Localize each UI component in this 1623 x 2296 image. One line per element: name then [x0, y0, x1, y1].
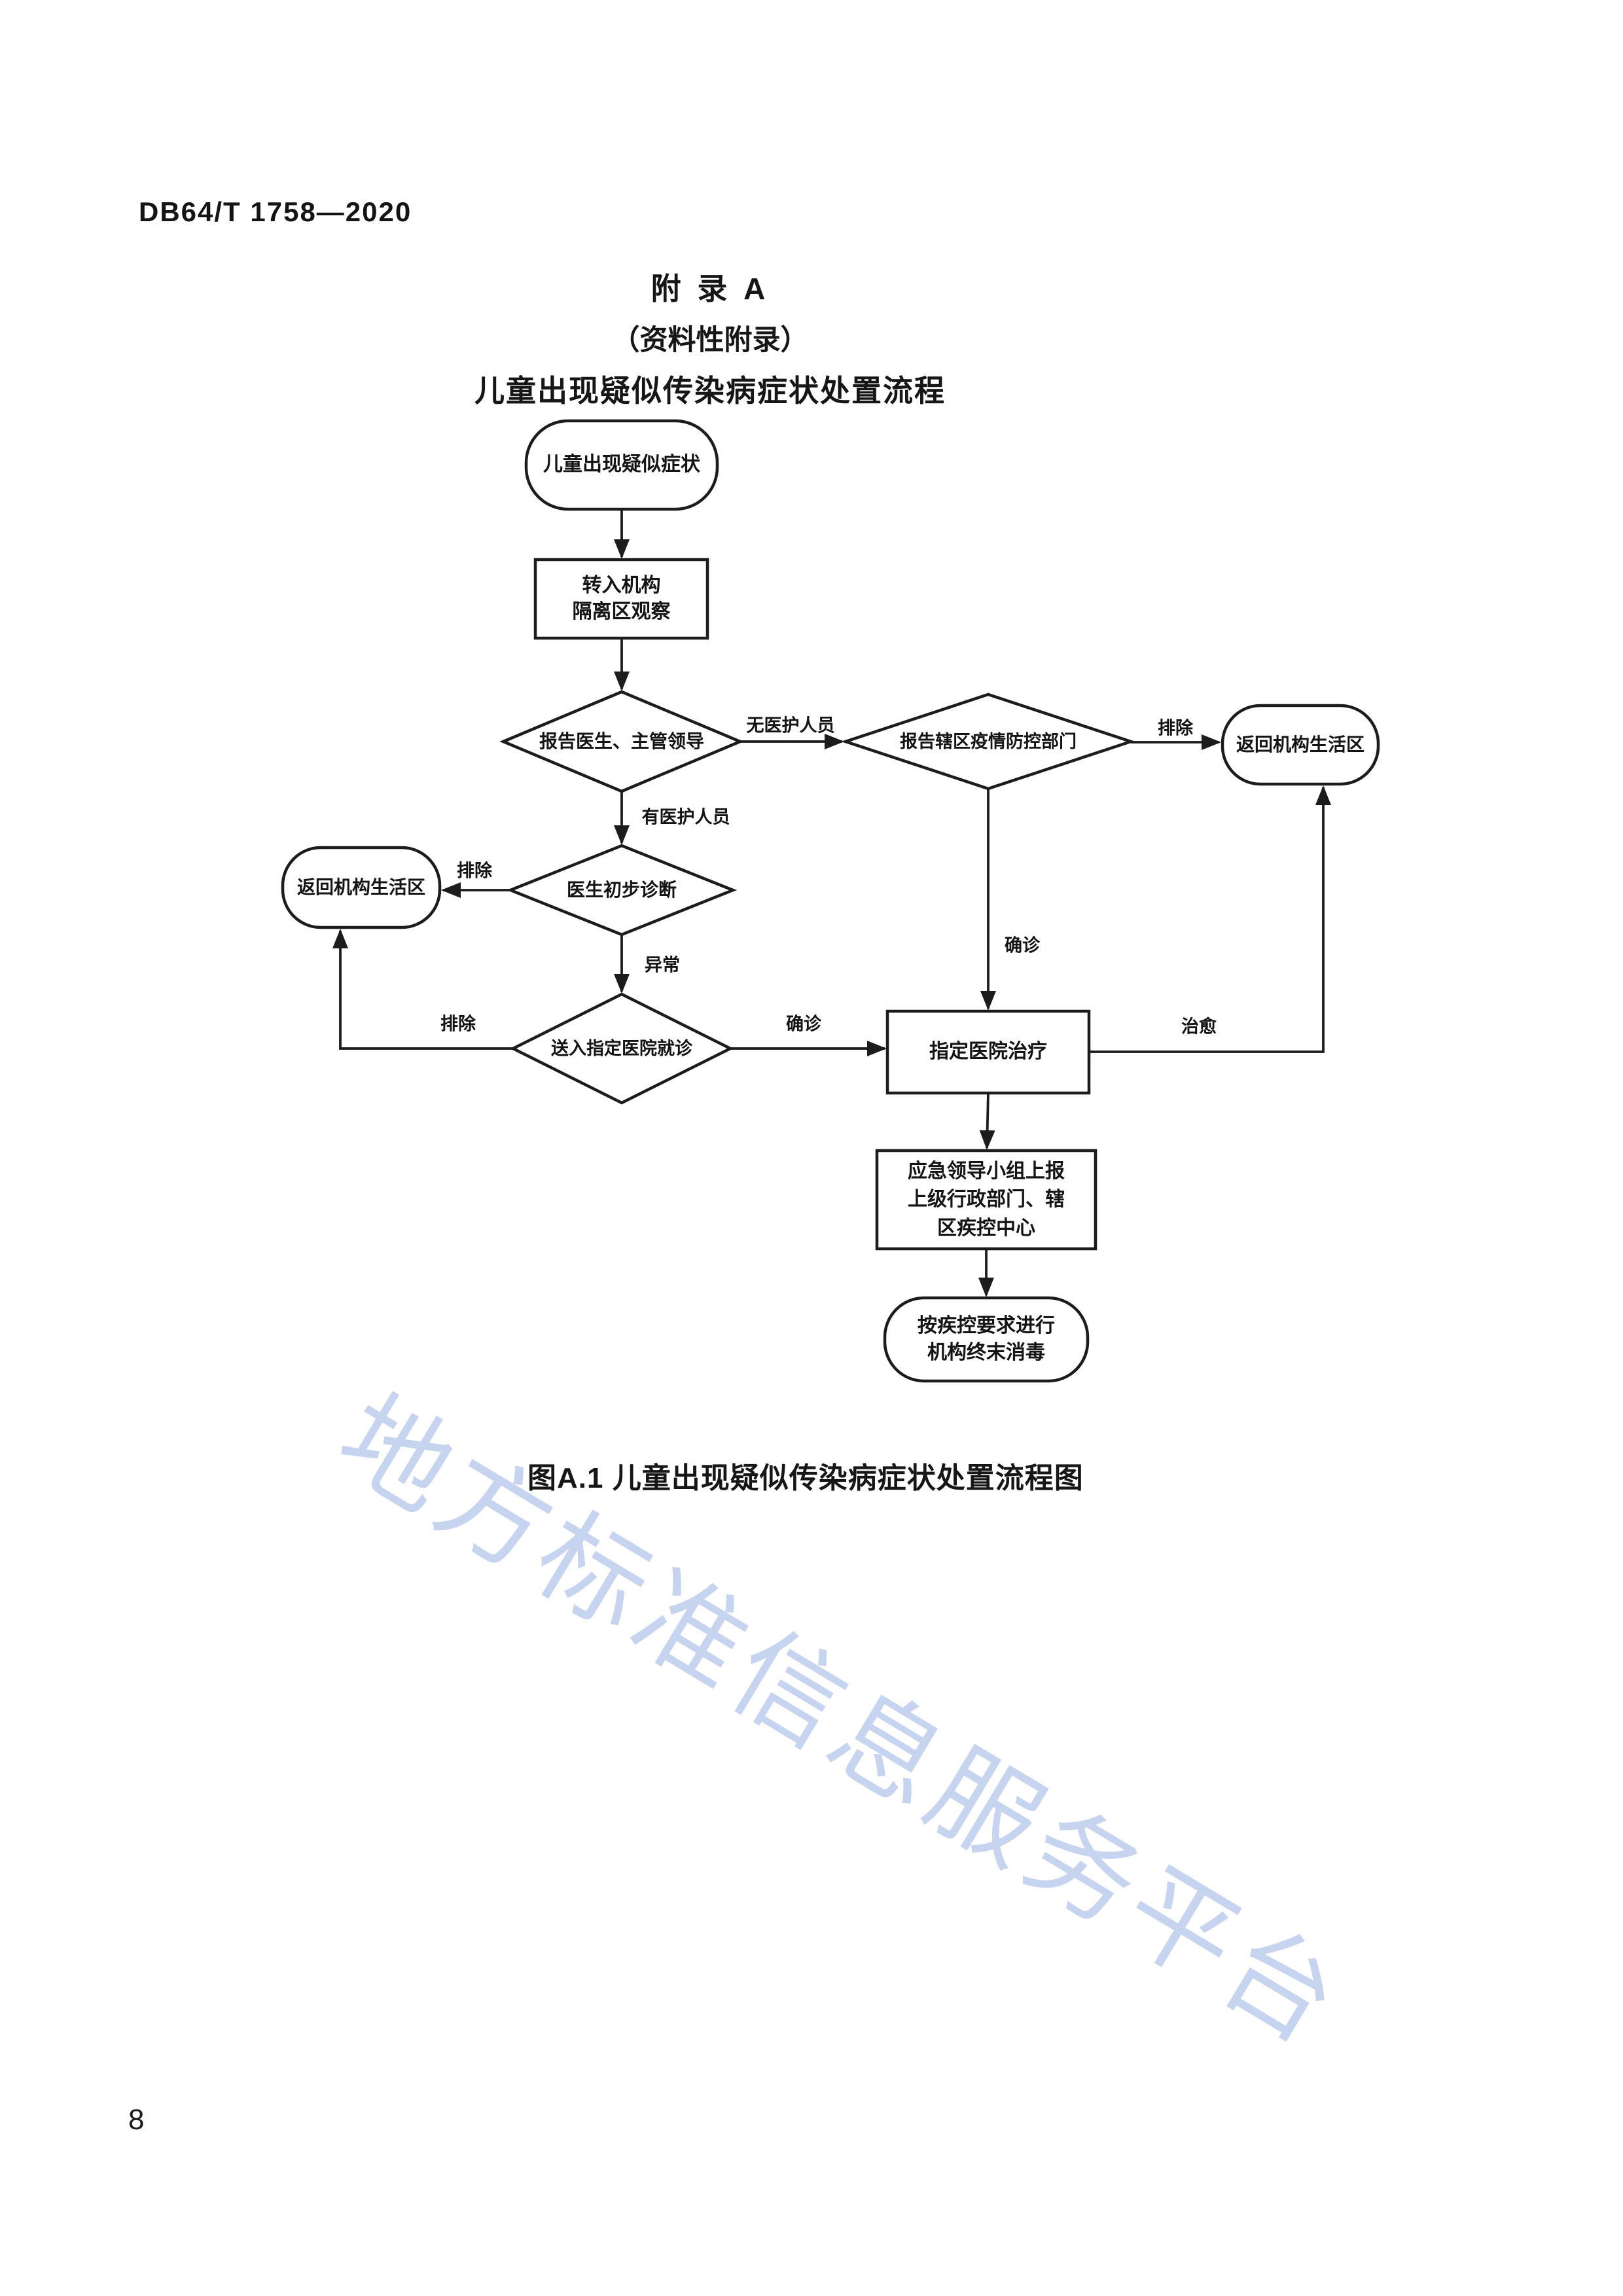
return-left-node-shape: [281, 846, 442, 929]
figure-caption: 图A.1 儿童出现疑似传染病症状处置流程图: [527, 1462, 1084, 1494]
appendix-title-block: 附 录 A （资料性附录） 儿童出现疑似传染病症状处置流程: [0, 265, 1420, 410]
edge-label-cured: 治愈: [1181, 1016, 1217, 1037]
edge-cured: [1089, 785, 1331, 1053]
isolate-node-shape: [533, 558, 709, 640]
edge-label-no-medical: 无医护人员: [746, 715, 835, 736]
edge-label-excluded-left: 排除: [457, 861, 492, 881]
standard-number-header: DB64/T 1758—2020: [139, 196, 412, 227]
edge-label-confirmed-down: 确诊: [1005, 935, 1040, 956]
edge-label-has-medical: 有医护人员: [641, 807, 730, 827]
edge-treat-to-emergency: [979, 1092, 995, 1150]
appendix-heading: 儿童出现疑似传染病症状处置流程: [474, 374, 946, 408]
report-district-decision-shape: [840, 692, 1136, 791]
hospital-treat-node-shape: [885, 1009, 1091, 1095]
edge-label-excluded-right: 排除: [1158, 718, 1193, 738]
appendix-title: 附 录 A: [651, 272, 770, 306]
send-hospital-decision-shape: [509, 992, 734, 1105]
edge-label-excluded-bottom: 排除: [440, 1014, 476, 1034]
doctor-diagnosis-decision-shape: [506, 844, 738, 937]
emergency-report-node-shape: [875, 1149, 1097, 1251]
edge-send-excluded: [332, 929, 513, 1050]
edge-label-abnormal: 异常: [645, 955, 680, 975]
report-leaders-decision-shape: [499, 690, 744, 793]
start-node-shape: [524, 419, 719, 511]
edge-label-confirmed-right: 确诊: [786, 1014, 821, 1034]
page-number: 8: [128, 2104, 145, 2136]
return-right-node-shape: [1221, 704, 1380, 786]
appendix-subtitle: （资料性附录）: [611, 325, 809, 356]
final-disinfect-node-shape: [883, 1296, 1090, 1383]
